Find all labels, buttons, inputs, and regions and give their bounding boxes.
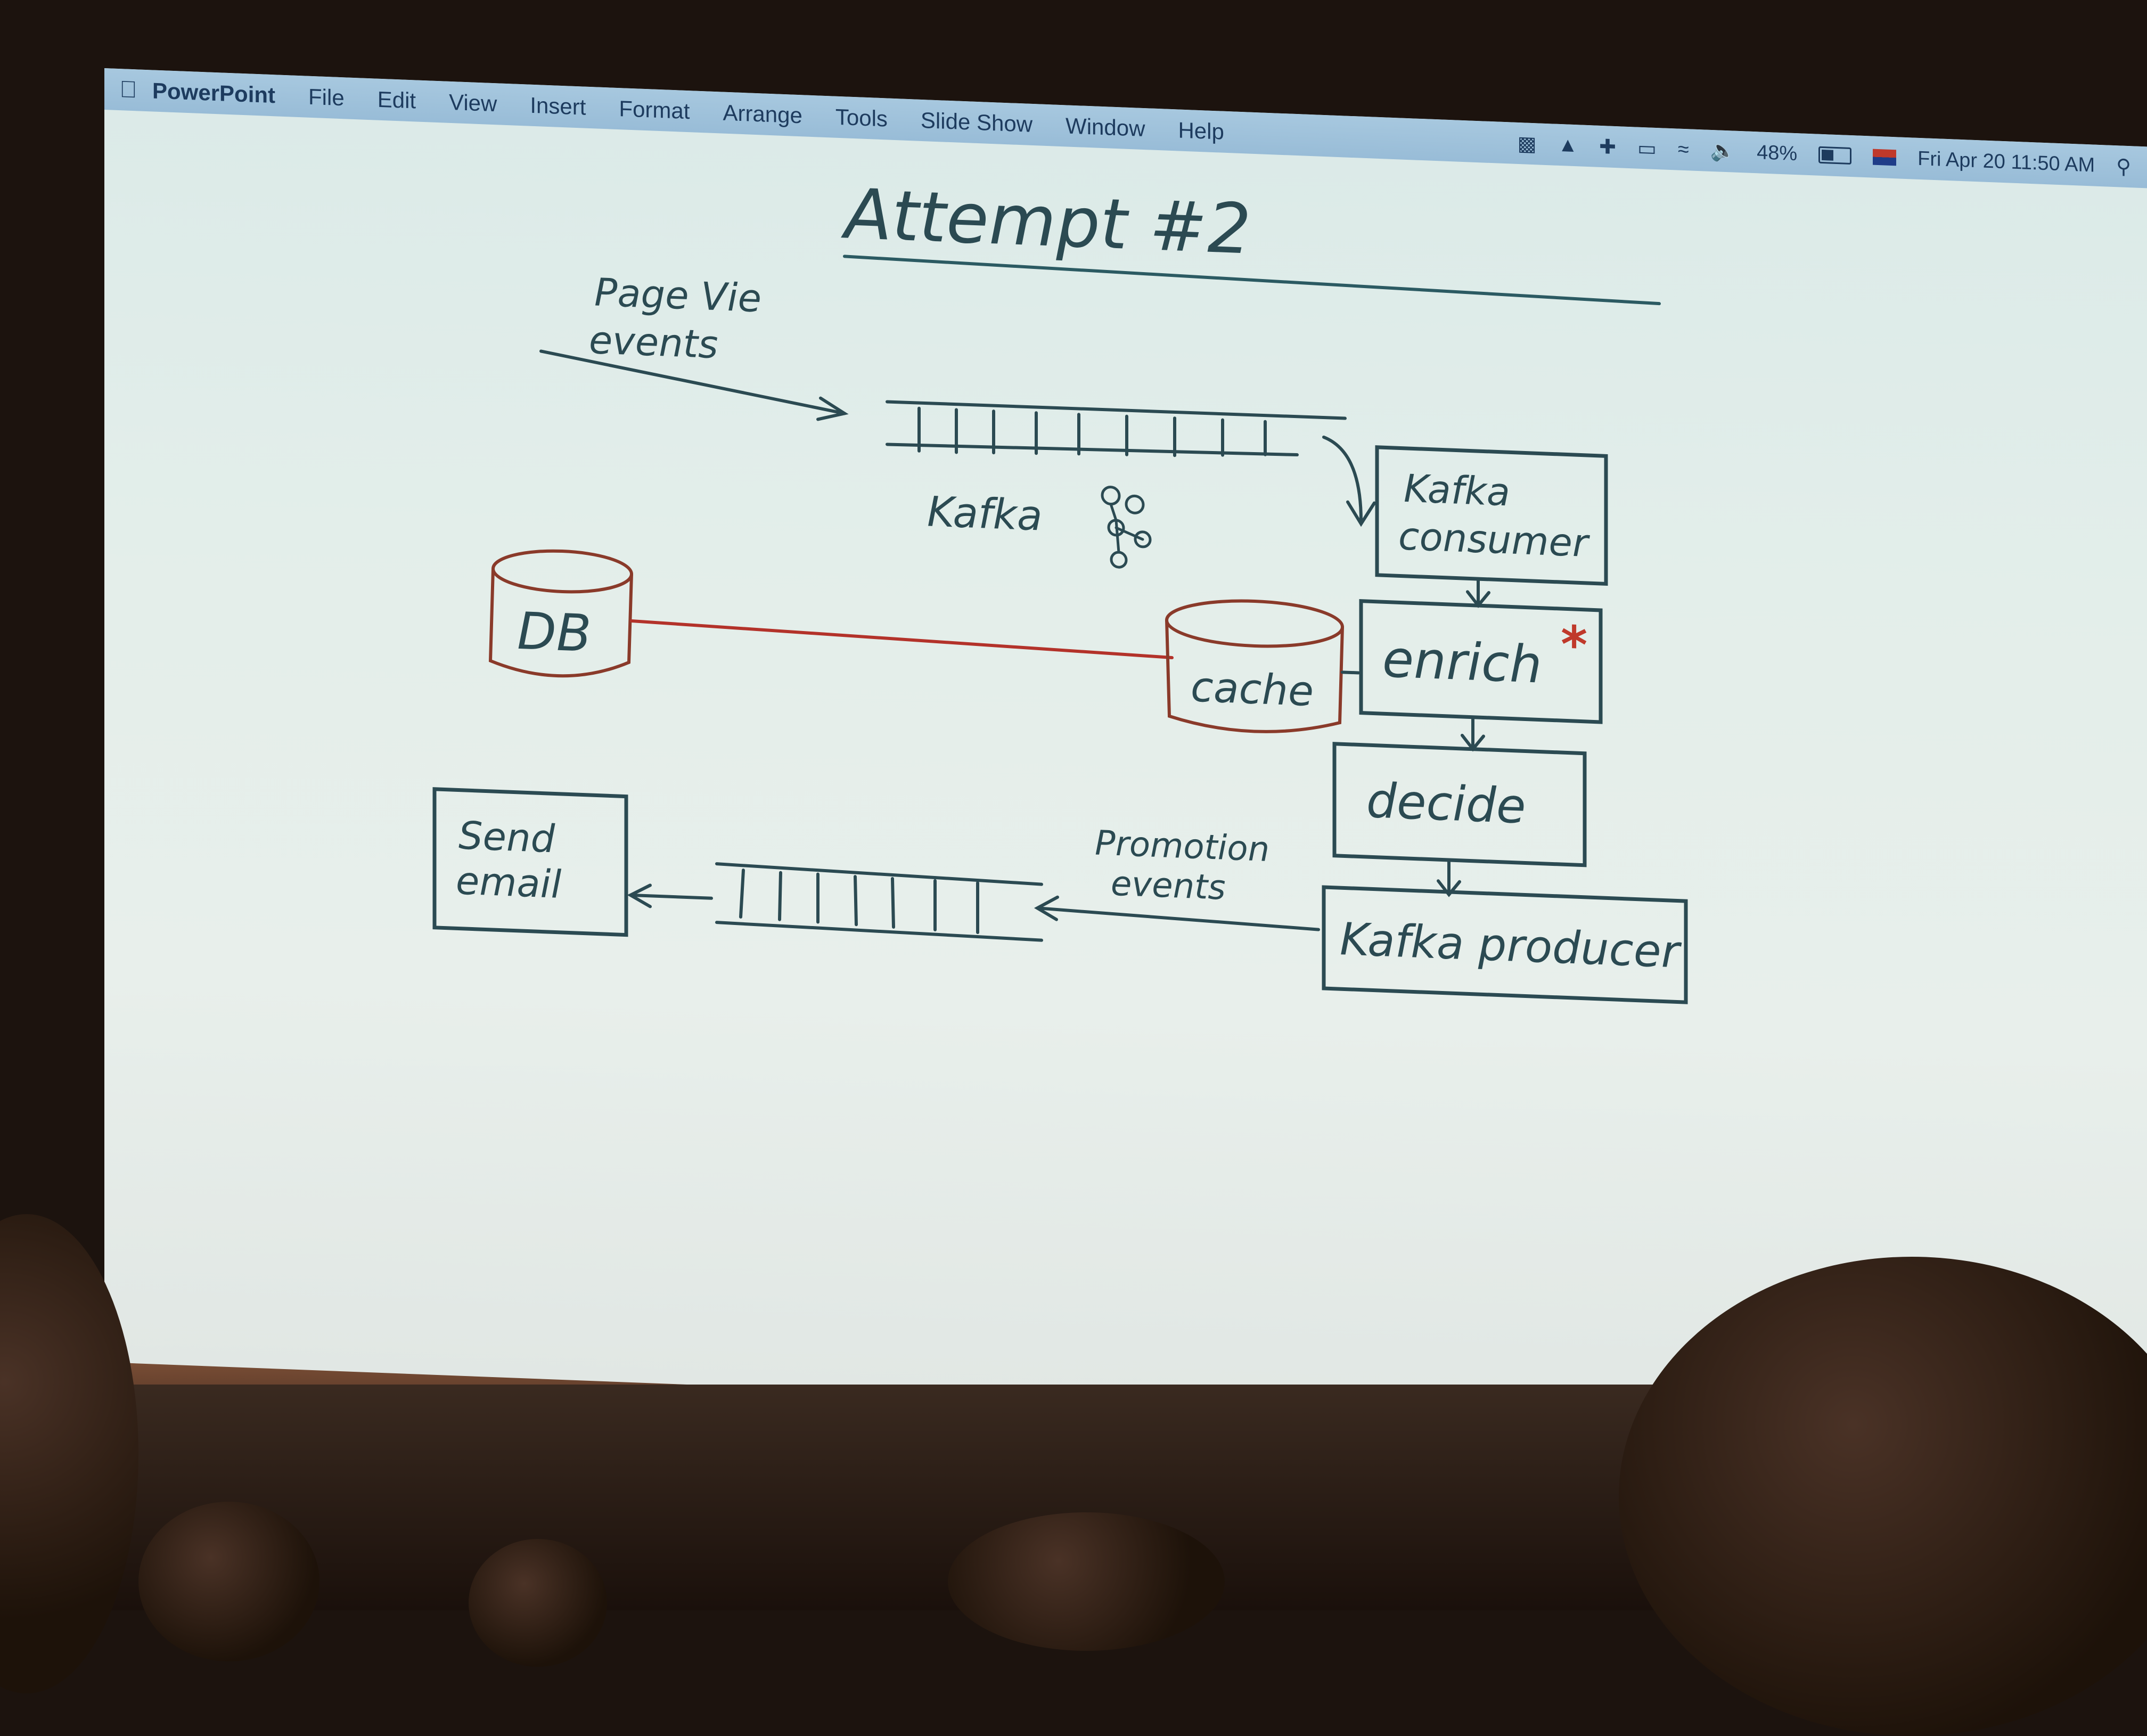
consumer-label-line1: Kafka: [1404, 466, 1510, 515]
decide-label: decide: [1366, 773, 1526, 834]
audience-head: [138, 1502, 319, 1661]
producer-label: Kafka producer: [1340, 913, 1682, 978]
email-label-line2: email: [456, 858, 562, 907]
projector-screen:  PowerPoint File Edit View Insert Forma…: [104, 68, 2147, 1441]
audience-head: [469, 1539, 607, 1667]
cache-label: cache: [1191, 663, 1314, 716]
promotion-topic-queue: [715, 862, 1043, 942]
kafka-topic-queue: [886, 400, 1347, 457]
enrich-asterisk: *: [1561, 615, 1587, 675]
enrich-to-decide-arrow: [1461, 716, 1485, 752]
audience-head: [948, 1512, 1225, 1651]
kafka-logo-icon: [1101, 486, 1152, 569]
input-label-line1: Page Vie: [594, 269, 761, 321]
decide-box: [1332, 742, 1587, 867]
kafka-producer-box: [1322, 885, 1688, 1004]
kafka-label: Kafka: [927, 488, 1043, 540]
email-label-line1: Send: [458, 813, 556, 862]
queue-to-email-arrow: [627, 883, 713, 908]
db-cache-link: [630, 619, 1174, 660]
slide-canvas: Attempt #2 Page Vie events: [432, 173, 1688, 1004]
cache-cylinder-icon: [1165, 599, 1344, 733]
send-email-box: [432, 787, 628, 937]
slide-title: Attempt #2: [841, 173, 1251, 270]
decide-to-producer-arrow: [1437, 859, 1461, 897]
enrich-label: enrich: [1382, 629, 1542, 694]
consumer-label-line2: consumer: [1398, 513, 1591, 566]
cache-enrich-link: [1341, 670, 1360, 675]
db-cylinder-icon: [488, 549, 633, 678]
producer-to-queue-arrow: [1034, 895, 1320, 931]
lecture-room-photo:  PowerPoint File Edit View Insert Forma…: [0, 0, 2147, 1610]
consumer-to-enrich-arrow: [1466, 578, 1490, 608]
queue-to-consumer-arrow: [1322, 435, 1376, 527]
enrich-box: [1359, 599, 1603, 724]
title-underline: [843, 255, 1661, 306]
promotion-label-line1: Promotion: [1095, 823, 1269, 870]
kafka-consumer-box: [1375, 445, 1608, 586]
db-label: DB: [517, 601, 592, 664]
input-arrow: [539, 349, 849, 421]
input-label-line2: events: [589, 317, 718, 367]
promotion-label-line2: events: [1111, 864, 1226, 908]
